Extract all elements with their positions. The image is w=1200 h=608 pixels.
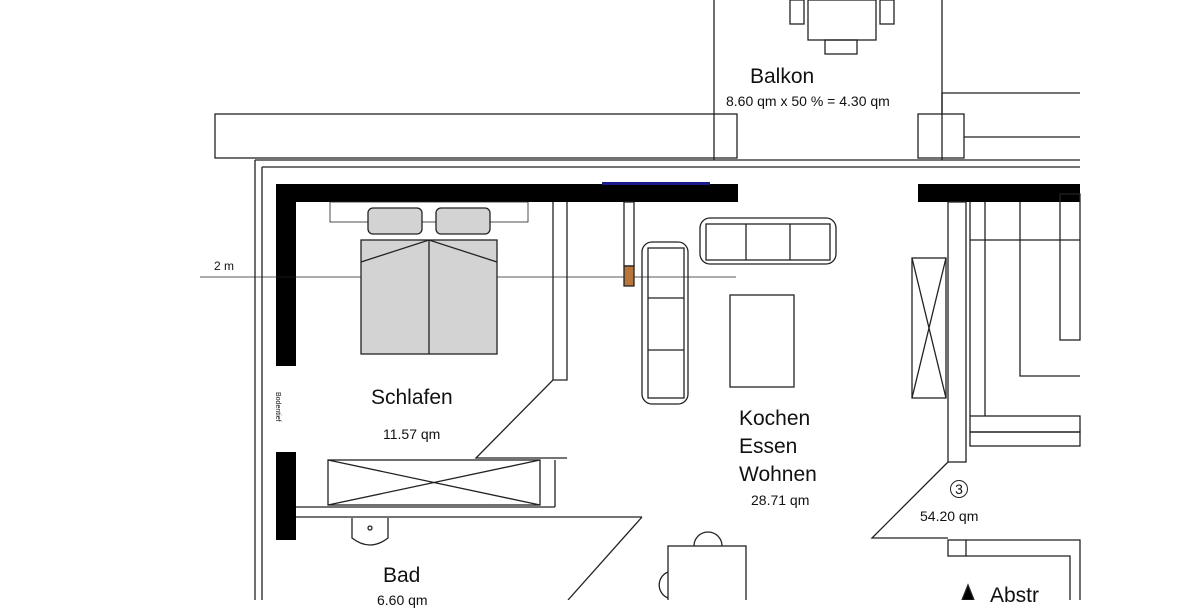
dining-table xyxy=(667,545,747,600)
balcony xyxy=(713,0,943,160)
window-note: Bodentief xyxy=(274,392,281,422)
bearing-walls xyxy=(276,184,1080,540)
parapet-right xyxy=(917,113,965,159)
room-name-kochen: Kochen xyxy=(739,407,811,430)
double-bed xyxy=(329,201,529,355)
wardrobe xyxy=(327,459,541,506)
room-name-balkon: Balkon xyxy=(750,65,815,88)
coffee-table xyxy=(729,294,795,388)
apartment-number: 3 xyxy=(950,480,968,498)
apartment-area: 54.20 qm xyxy=(920,508,979,524)
room-name-schlafen: Schlafen xyxy=(371,386,453,409)
column xyxy=(623,265,635,287)
room-area-schlafen: 11.57 qm xyxy=(383,426,441,442)
window xyxy=(602,182,710,185)
room-area-balkon: 8.60 qm x 50 % = 4.30 qm xyxy=(726,93,890,109)
room-area-kochen: 28.71 qm xyxy=(751,492,810,508)
room-name-essen: Essen xyxy=(739,435,798,458)
room-name-bad: Bad xyxy=(383,564,421,587)
stairs-label: Abstr xyxy=(990,584,1040,607)
hatched-wall xyxy=(870,193,1081,600)
room-name-wohnen: Wohnen xyxy=(739,463,817,486)
room-area-bad: 6.60 qm xyxy=(377,592,428,608)
sink xyxy=(351,518,389,546)
dimension-label: 2 m xyxy=(214,259,235,273)
sofa xyxy=(641,217,837,405)
parapet-left xyxy=(214,113,738,159)
